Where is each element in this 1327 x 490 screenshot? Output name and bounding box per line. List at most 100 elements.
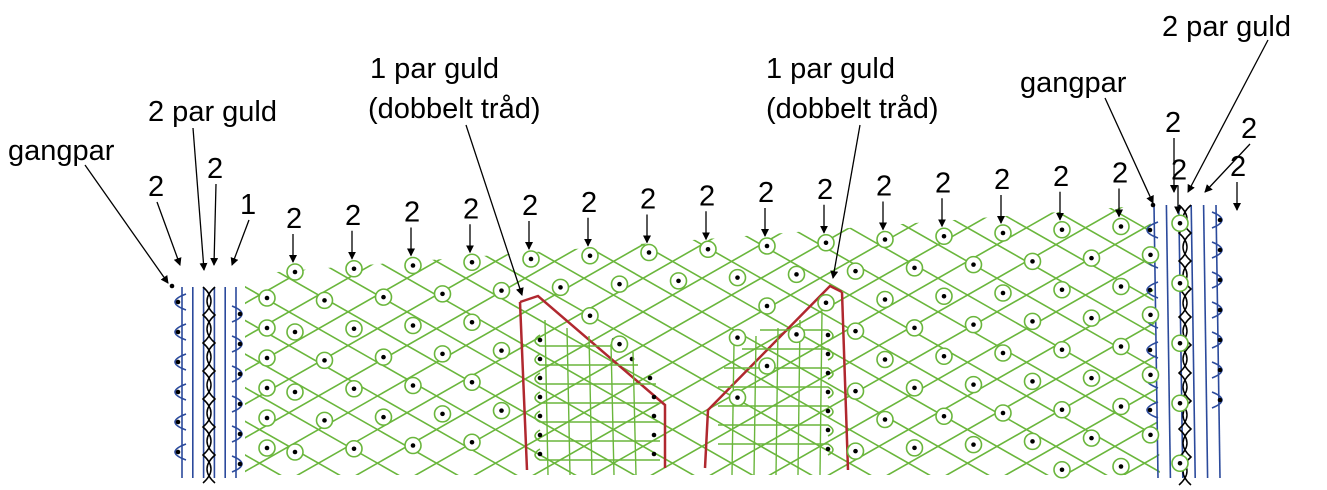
gold-thread-left bbox=[534, 391, 660, 404]
pin-dot-icon bbox=[617, 281, 622, 287]
pin-dot-icon bbox=[537, 356, 543, 362]
edge-loop bbox=[1146, 341, 1159, 359]
pin-dot-icon bbox=[351, 326, 357, 332]
pin-dot-icon bbox=[237, 431, 243, 437]
gold-vertical-left bbox=[544, 319, 549, 476]
pin-dot-icon bbox=[1217, 397, 1223, 403]
gold-vertical-right bbox=[819, 311, 823, 476]
pointer-arrow-icon bbox=[192, 127, 208, 271]
gold-thread-left bbox=[534, 372, 656, 385]
pin-dot-icon bbox=[825, 351, 831, 357]
pin-dot-icon bbox=[237, 311, 243, 317]
pin-dot-icon bbox=[825, 389, 831, 395]
pin-dot-icon bbox=[1148, 432, 1153, 438]
pin-dot-icon bbox=[941, 353, 947, 359]
pair-count-top: 2 bbox=[1053, 161, 1069, 193]
pin-dot-icon bbox=[1030, 259, 1035, 264]
pin-dot-icon bbox=[537, 337, 543, 343]
gold-vertical-left bbox=[588, 335, 593, 476]
pin-dot-icon bbox=[537, 432, 543, 438]
pin-dot-icon bbox=[351, 446, 357, 452]
pair-count-left: 2 bbox=[207, 153, 223, 185]
edge-thread bbox=[1215, 204, 1221, 479]
pin-dot-icon bbox=[882, 237, 888, 242]
edge-thread bbox=[1165, 204, 1172, 479]
pin-dot-icon bbox=[1177, 460, 1183, 466]
pin-dot-icon bbox=[941, 293, 947, 299]
edge-loop bbox=[174, 353, 187, 371]
pin-dot-icon bbox=[1059, 407, 1065, 413]
pin-dot-icon bbox=[1059, 227, 1065, 233]
pin-dot-icon bbox=[264, 445, 270, 451]
pin-dot-icon bbox=[1147, 227, 1153, 233]
pin-dot-icon bbox=[1118, 344, 1124, 349]
pin-dot-icon bbox=[175, 359, 181, 365]
pin-dot-icon bbox=[499, 408, 504, 413]
pin-dot-icon bbox=[322, 418, 327, 423]
pin-dot-icon bbox=[1059, 287, 1065, 293]
pin-dot-icon bbox=[1030, 379, 1035, 384]
pin-dot-icon bbox=[410, 323, 416, 328]
pin-dot-icon bbox=[381, 294, 386, 300]
pin-dot-icon bbox=[1217, 277, 1223, 283]
pin-dot-icon bbox=[410, 383, 416, 388]
pin-dot-icon bbox=[651, 451, 657, 457]
pair-count-top: 2 bbox=[1171, 154, 1187, 186]
pin-dot-icon bbox=[823, 300, 829, 306]
gold-thread-right bbox=[718, 443, 834, 456]
gold-outline-left-edge bbox=[518, 301, 529, 471]
label-left-gangpar: gangpar bbox=[8, 135, 115, 167]
pin-dot-icon bbox=[1000, 350, 1006, 356]
pin-dot-icon bbox=[440, 291, 445, 297]
pin-dot-icon bbox=[735, 395, 740, 400]
pin-dot-icon bbox=[676, 278, 681, 284]
pin-dot-icon bbox=[264, 385, 270, 391]
pin-dot-icon bbox=[764, 243, 770, 249]
label-pointers bbox=[84, 39, 1269, 296]
pin-dot-icon bbox=[1217, 337, 1223, 343]
pin-dot-icon bbox=[1148, 312, 1153, 318]
pin-dot-icon bbox=[410, 443, 416, 448]
pair-count-top: 2 bbox=[699, 180, 715, 212]
gold-vertical-left bbox=[566, 327, 571, 476]
gold-areas bbox=[518, 284, 850, 476]
pin-dot-icon bbox=[764, 363, 770, 369]
pin-dot-icon bbox=[1148, 372, 1153, 378]
edge-loop bbox=[1146, 281, 1159, 299]
pin-dot-icon bbox=[912, 445, 917, 451]
pin-dot-icon bbox=[912, 325, 917, 331]
gold-vertical-right bbox=[797, 319, 801, 476]
pin-dot-icon bbox=[882, 417, 888, 422]
pair-count-top: 2 bbox=[1112, 158, 1128, 190]
pin-dot-icon bbox=[651, 413, 657, 419]
pin-dot-icon bbox=[499, 348, 504, 353]
pin-dot-icon bbox=[825, 370, 831, 376]
pin-dot-icon bbox=[853, 388, 858, 394]
gold-thread-right bbox=[724, 367, 834, 380]
gold-thread-right bbox=[742, 348, 834, 361]
pin-dot-icon bbox=[292, 329, 298, 335]
pointer-arrow-icon bbox=[1187, 39, 1269, 193]
arrow-icon bbox=[210, 183, 219, 266]
label-right-gangpar: gangpar bbox=[1020, 67, 1127, 99]
pin-dot-icon bbox=[1118, 464, 1124, 469]
edge-twist bbox=[1182, 204, 1193, 486]
arrow-icon bbox=[230, 219, 250, 266]
pin-dot-icon bbox=[175, 389, 181, 395]
pair-count-top: 2 bbox=[345, 200, 361, 232]
pin-dot-icon bbox=[351, 266, 357, 272]
gold-vertical-left bbox=[610, 343, 615, 476]
pointer-arrow-icon bbox=[830, 124, 861, 279]
pin-dot-icon bbox=[175, 419, 181, 425]
edge-loop bbox=[174, 323, 187, 341]
edge-loop bbox=[174, 293, 187, 311]
label-center-left-gold-1: 1 par guld bbox=[370, 53, 499, 85]
pin-dot-icon bbox=[1150, 202, 1156, 208]
pin-dot-icon bbox=[882, 357, 888, 362]
pin-dot-icon bbox=[647, 375, 653, 381]
pin-dot-icon bbox=[882, 297, 888, 302]
edge-loop bbox=[174, 443, 187, 461]
pin-dot-icon bbox=[469, 319, 475, 325]
pin-dot-icon bbox=[971, 382, 976, 387]
